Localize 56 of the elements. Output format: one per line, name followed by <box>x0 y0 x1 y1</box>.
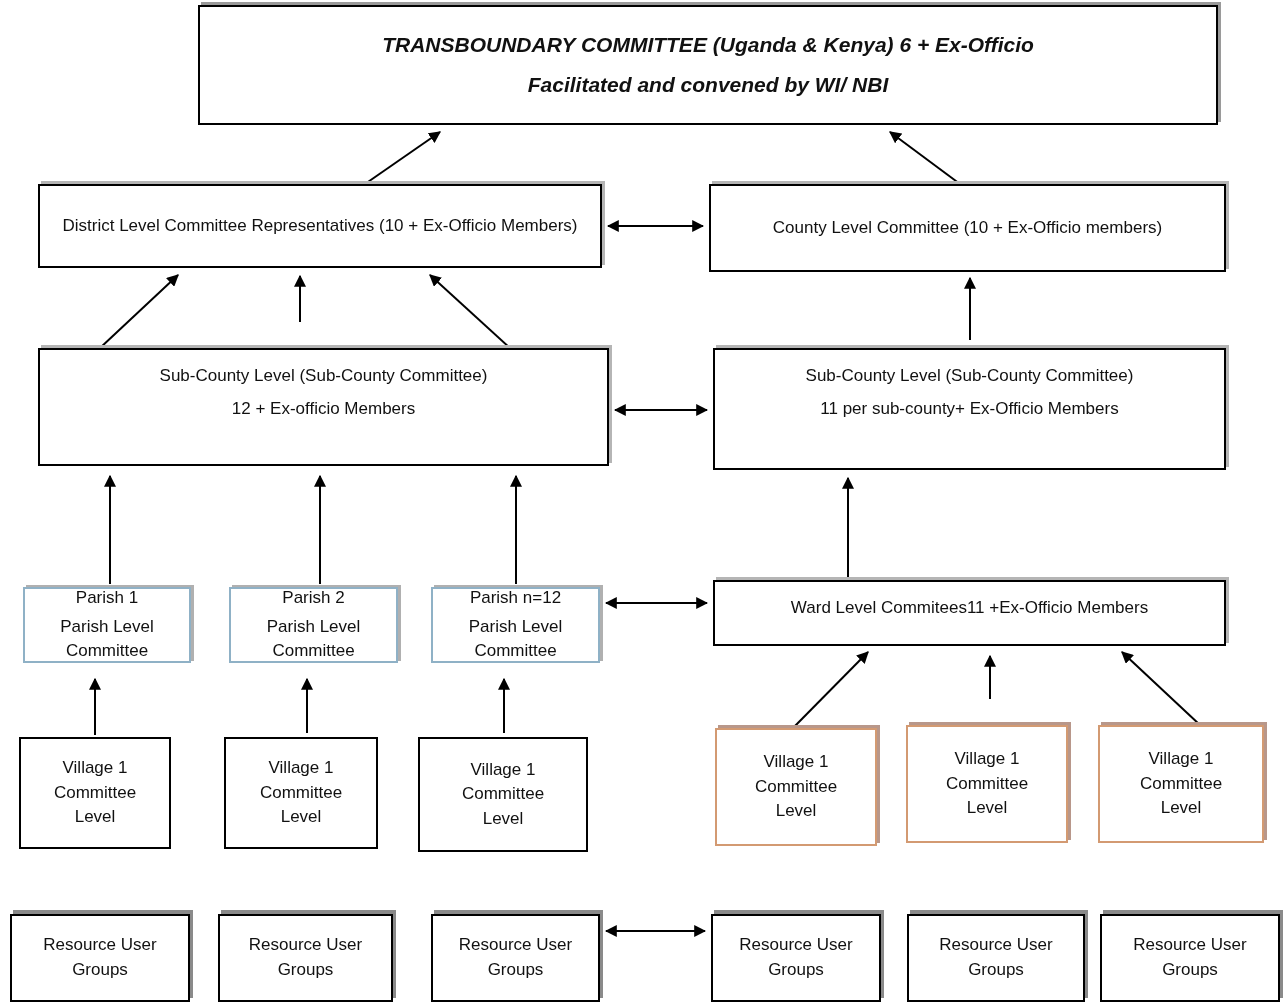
box-text: Village 1 Committee Level <box>1138 748 1224 820</box>
box-text: Sub-County Level (Sub-County Committee) <box>159 365 488 387</box>
committee-box <box>198 5 1218 125</box>
box-text: Village 1 Committee Level <box>753 751 839 823</box>
box-text: Resource User Groups <box>457 934 574 981</box>
box-text: Ward Level Commitees11 +Ex-Officio Members <box>790 597 1149 619</box>
committee-box <box>713 348 1226 470</box>
box-text: Resource User Groups <box>247 934 364 981</box>
arrow <box>604 597 709 609</box>
committee-box <box>713 580 1226 646</box>
arrow <box>104 474 116 585</box>
box-text: Parish Level Committee <box>467 615 564 663</box>
arrow <box>314 474 326 585</box>
committee-box <box>19 737 171 849</box>
arrow <box>510 474 522 585</box>
arrow <box>984 654 996 700</box>
committee-box <box>229 587 398 663</box>
box-text: Sub-County Level (Sub-County Committee) <box>805 365 1134 387</box>
arrow <box>606 220 705 232</box>
box-text: Village 1 Committee Level <box>53 757 137 829</box>
arrow <box>301 677 313 734</box>
committee-box <box>715 728 877 846</box>
box-text: Facilitated and convened by WI/ NBI <box>527 72 889 98</box>
box-text: Village 1 Committee Level <box>460 758 546 830</box>
arrow <box>964 276 976 341</box>
box-text: 11 per sub-county+ Ex-Officio Members <box>820 397 1119 420</box>
committee-box <box>38 184 602 268</box>
box-text: Parish n=12 <box>469 587 562 610</box>
box-text: Parish 2 <box>282 587 345 610</box>
box-text: Village 1 Committee Level <box>259 757 343 829</box>
box-text: Resource User Groups <box>938 934 1054 981</box>
committee-box <box>23 587 191 663</box>
box-text: Village 1 Committee Level <box>944 748 1030 820</box>
committee-box <box>38 348 609 466</box>
committee-box <box>1098 725 1264 843</box>
committee-box <box>431 587 600 663</box>
box-text: 12 + Ex-officio Members <box>231 397 416 420</box>
box-text: District Level Committee Representatives (10 + Ex-Officio Members) <box>62 214 578 237</box>
arrow <box>89 677 101 736</box>
arrow <box>604 925 707 937</box>
committee-box <box>224 737 378 849</box>
box-text: Parish Level Committee <box>59 615 155 663</box>
box-text: Resource User Groups <box>42 934 158 981</box>
box-text: Parish Level Committee <box>265 615 362 663</box>
box-text: County Level Committee (10 + Ex-Officio members) <box>772 216 1163 239</box>
arrow <box>842 476 854 578</box>
box-text: TRANSBOUNDARY COMMITTEE (Uganda & Kenya) 6 + Ex-Officio <box>382 31 1034 58</box>
arrow <box>498 677 510 734</box>
arrow <box>294 274 306 323</box>
box-text: Resource User Groups <box>1132 934 1248 981</box>
arrow <box>613 404 709 416</box>
committee-box <box>709 184 1226 272</box>
box-text: Resource User Groups <box>738 934 854 981</box>
committee-box <box>906 725 1068 843</box>
committee-box <box>418 737 588 852</box>
box-text: Parish 1 <box>75 587 139 610</box>
